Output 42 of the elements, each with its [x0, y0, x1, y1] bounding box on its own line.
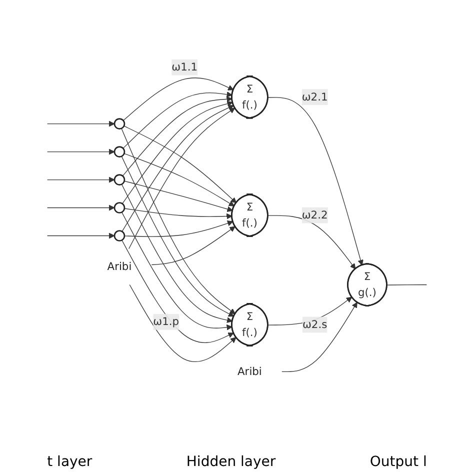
edge-label: ω2.2	[302, 209, 328, 222]
connector	[386, 284, 428, 286]
arrow	[46, 177, 115, 184]
layer-label: Output l	[370, 454, 427, 470]
layer-label: t layer	[47, 454, 92, 470]
arrow	[124, 220, 234, 238]
arrow	[124, 154, 235, 207]
node-circle	[114, 146, 126, 158]
arrow	[121, 128, 236, 315]
arrow	[122, 78, 234, 122]
arrow	[122, 96, 232, 177]
node-circle	[114, 174, 126, 186]
edge-label: ω2.s	[302, 318, 328, 332]
arrow	[121, 212, 232, 331]
node-text: Aribi	[238, 366, 262, 378]
edge-label: ω1.1	[172, 61, 198, 74]
layer-label: Hidden layer	[186, 454, 276, 470]
arrow	[124, 126, 237, 204]
node-circle	[114, 230, 126, 242]
edge-label: ω2.1	[302, 90, 328, 104]
arrow	[122, 240, 234, 344]
arrow	[129, 284, 236, 362]
node-circle	[114, 118, 126, 130]
arrow	[151, 226, 236, 266]
arrow	[124, 181, 233, 212]
arrow	[128, 108, 236, 250]
arrow	[122, 92, 232, 150]
arrow	[282, 302, 358, 372]
arrow	[268, 98, 364, 266]
arrow	[46, 149, 115, 156]
arrow	[46, 121, 115, 128]
node-circle	[114, 202, 126, 214]
arrow	[46, 233, 115, 240]
arrow	[46, 205, 115, 212]
arrow	[121, 156, 234, 318]
arrow	[122, 101, 233, 204]
node-text: Aribi	[107, 260, 132, 274]
edge-label: ω1.p	[153, 316, 180, 328]
arrow	[122, 106, 234, 232]
arrow	[268, 216, 356, 270]
arrow	[124, 208, 232, 220]
arrow	[121, 184, 233, 324]
